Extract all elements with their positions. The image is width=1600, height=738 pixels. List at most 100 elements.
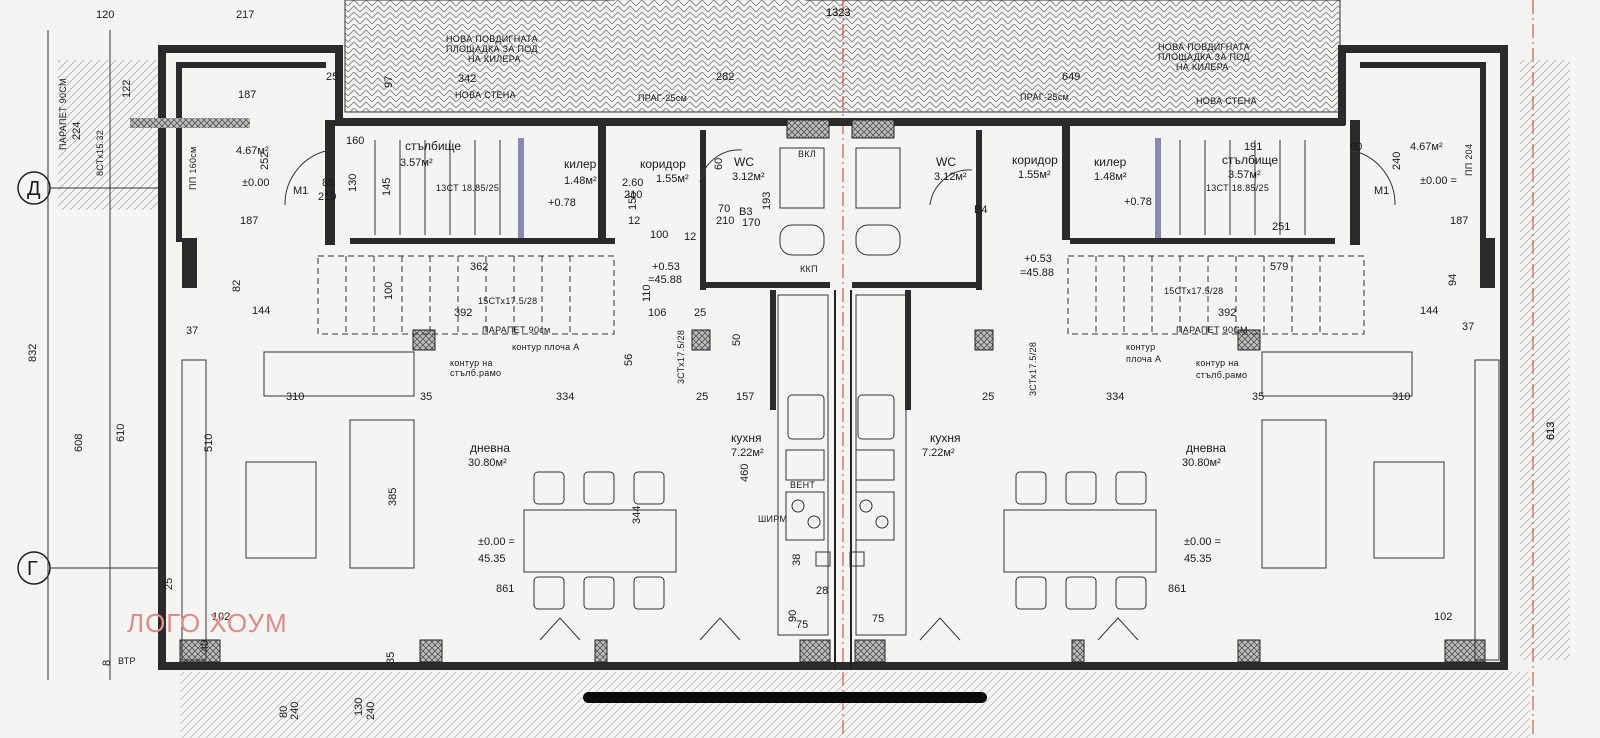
dim: 25 — [163, 578, 175, 590]
dim: 861 — [1168, 583, 1186, 595]
room-name: кухня — [930, 431, 961, 445]
room-name: дневна — [1186, 441, 1226, 455]
dim: 25 — [694, 307, 706, 319]
dim: 240 — [1391, 152, 1403, 170]
dim: 392 — [1218, 307, 1236, 319]
dim: 130 — [347, 174, 359, 192]
dim: 120 — [96, 9, 114, 21]
grid-axis-markers — [17, 30, 158, 680]
dim-inner-height-1: 608 — [73, 434, 85, 452]
dim: 85 — [322, 177, 334, 189]
dim-right-height: 613 — [1545, 422, 1557, 440]
dim: 344 — [631, 506, 643, 524]
columns — [179, 119, 1486, 663]
dim: 75 — [872, 613, 884, 625]
dim: 160 — [346, 135, 364, 147]
dim: 1323 — [826, 7, 850, 19]
stairs-right — [1067, 138, 1365, 335]
grid-axis-g: Г — [27, 558, 38, 580]
note: ПАРАПЕТ 90СМ — [58, 78, 68, 150]
left-unit-labels: 4.67м² стълбище 3.57м² килер 1.48м² кори… — [58, 34, 818, 666]
dim: 28 — [816, 585, 828, 597]
dim: 193 — [761, 192, 773, 210]
dim: 210 — [716, 215, 734, 227]
level-mark: ±0.00 = — [478, 536, 515, 548]
room-area: 4.67м² — [236, 145, 269, 157]
note: контур плоча А — [512, 342, 580, 352]
room-area: 7.22м² — [922, 447, 955, 459]
dim: 334 — [1106, 391, 1124, 403]
room-area: 3.57м² — [400, 157, 433, 169]
grid-axis-d: Д — [27, 178, 41, 200]
note: плоча А — [1126, 354, 1161, 364]
dim: 102 — [212, 611, 230, 623]
dim: 385 — [387, 488, 399, 506]
dim: 217 — [236, 9, 254, 21]
exterior-right-hatch — [1520, 60, 1570, 660]
note: ПП 204 — [1464, 144, 1474, 176]
level-mark: ±0.00 = — [1420, 175, 1457, 187]
note: НОВА СТЕНА — [455, 90, 516, 100]
image-scroll-handle[interactable] — [583, 692, 987, 703]
level-mark: +0.53 — [1024, 253, 1052, 265]
dim: 187 — [238, 89, 256, 101]
dim: 100 — [650, 229, 668, 241]
dim: 240 — [365, 702, 377, 720]
room-name: коридор — [1012, 153, 1058, 167]
note: стълб.рамо — [450, 368, 501, 378]
dim: 310 — [1392, 391, 1410, 403]
dim: 35 — [420, 391, 432, 403]
note: контур на — [450, 358, 493, 368]
dim: 106 — [648, 307, 666, 319]
level-mark: ±0.00 = — [1184, 536, 1221, 548]
note: ВТР — [118, 656, 136, 666]
level-mark: +0.53 — [652, 261, 680, 273]
dim: 70 — [718, 203, 730, 215]
note: НА КИЛЕРА — [468, 54, 521, 64]
dim-inner-height-2: 610 — [115, 424, 127, 442]
note: 13СТ 18.85/25 — [436, 183, 499, 193]
note: ВЕНТ — [790, 480, 815, 490]
dim: 110 — [641, 284, 653, 302]
door-tag: M1 — [1374, 185, 1389, 197]
dim: 170 — [742, 217, 760, 229]
stairs-left — [317, 138, 615, 335]
door-swings — [284, 149, 1396, 641]
room-name: WC — [734, 155, 754, 169]
dim: 56 — [623, 354, 635, 366]
dim: 251 — [1272, 221, 1290, 233]
room-area: 30.80м² — [468, 457, 507, 469]
dim-total-height: 832 — [27, 344, 39, 362]
dim: 12 — [628, 215, 640, 227]
dim: 334 — [556, 391, 574, 403]
dim: 144 — [1420, 305, 1438, 317]
dim: 102 — [1434, 611, 1452, 623]
right-unit-labels: 4.67м² стълбище 3.57м² килер 1.48м² кори… — [922, 42, 1474, 565]
furniture-left — [181, 147, 831, 661]
room-area: 1.55м² — [1018, 169, 1051, 181]
dim: 460 — [739, 464, 751, 482]
note: НОВА СТЕНА — [1196, 96, 1257, 106]
room-area: 1.48м² — [564, 175, 597, 187]
dim: 649 — [1062, 71, 1080, 83]
dim: 90 — [787, 610, 799, 622]
note: ПП 160см — [188, 146, 198, 190]
dim: 144 — [252, 305, 270, 317]
room-name: WC — [936, 155, 956, 169]
note: ПЛОЩАДКА ЗА ПОД — [1158, 52, 1250, 62]
note: 15СТх17.5/28 — [1164, 286, 1223, 296]
note: контур на — [1196, 358, 1239, 368]
note: ПРАГ-25см — [638, 93, 687, 103]
outer-walls — [158, 45, 1508, 670]
room-name: коридор — [640, 157, 686, 171]
exterior-bottom-hatch — [180, 672, 1530, 738]
level-mark: +0.78 — [1124, 196, 1152, 208]
note: НОВА ПОВДИГНАТА — [446, 34, 538, 44]
dim: 510 — [203, 434, 215, 452]
note: НОВА ПОВДИГНАТА — [1158, 42, 1250, 52]
dim: 97 — [383, 76, 395, 88]
room-name: кухня — [731, 431, 762, 445]
partitions-right — [852, 120, 1495, 410]
dim: 210 — [318, 191, 336, 203]
